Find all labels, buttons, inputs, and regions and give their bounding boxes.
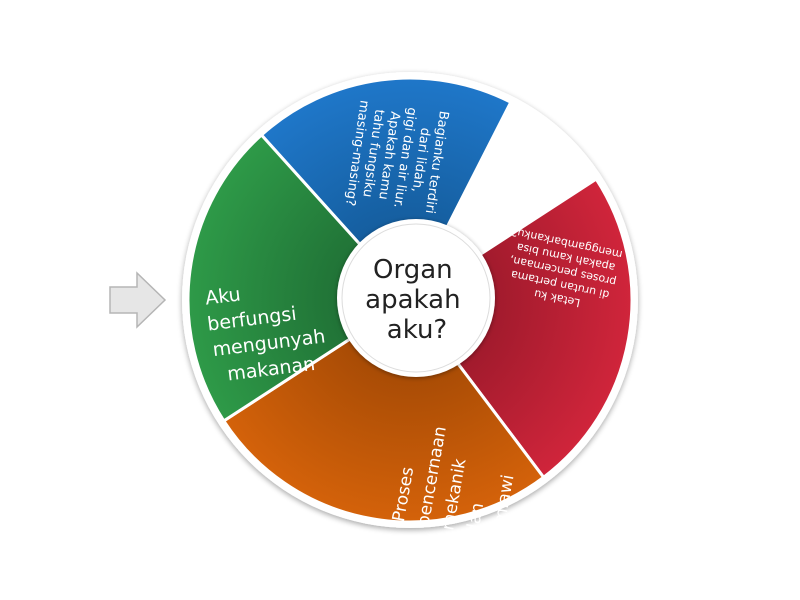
arrow-right-icon: [109, 271, 167, 329]
wheel-segment-red[interactable]: [407, 177, 634, 480]
wheel-segment-green[interactable]: [186, 132, 413, 423]
svg-text:Proses pencernaan: Proses pencernaan mekanik dan kimiawi: [389, 415, 526, 541]
segment-green-line: Aku: [204, 283, 242, 309]
center-line: apakah: [365, 285, 460, 315]
segment-orange-line: dan: [463, 501, 488, 536]
center-line: Organ: [373, 255, 453, 285]
wheel-segments[interactable]: [186, 76, 634, 524]
wheel-segment-blue[interactable]: [259, 76, 513, 303]
center-question: Organ apakah aku?: [365, 255, 469, 345]
segment-orange-text: Proses pencernaan mekanik dan kimiawi: [389, 415, 526, 541]
center-hub[interactable]: [341, 223, 491, 373]
center-line: aku?: [387, 315, 447, 345]
wheel-segment-orange[interactable]: [221, 297, 546, 524]
